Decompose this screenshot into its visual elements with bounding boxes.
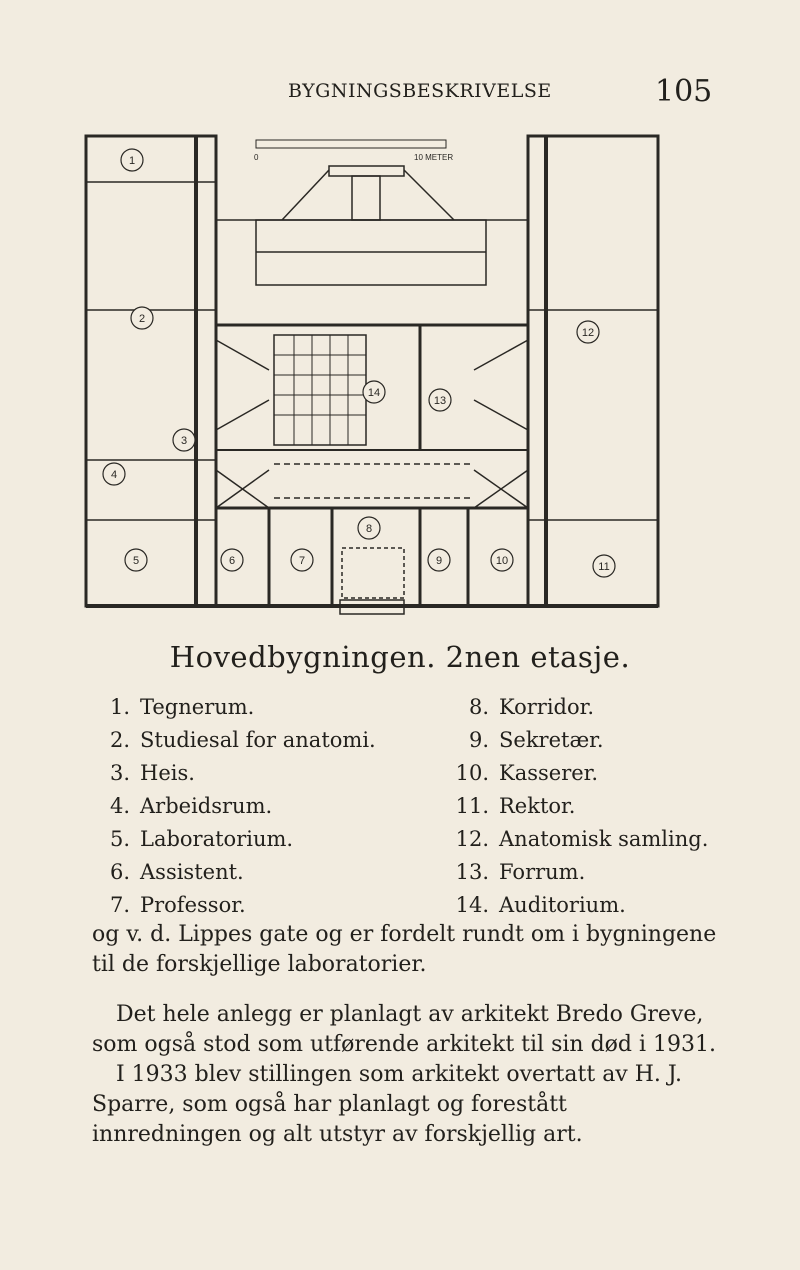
legend-item: 14. Auditorium. <box>455 893 708 926</box>
room-label-12: 12 <box>582 327 594 339</box>
legend-label: Heis. <box>140 761 195 785</box>
legend-number: 12. <box>455 827 489 851</box>
room-label-11: 11 <box>598 561 609 573</box>
legend-label: Auditorium. <box>499 893 626 917</box>
legend-item: 12. Anatomisk samling. <box>455 827 709 860</box>
legend-number: 4. <box>109 794 130 818</box>
running-head: BYGNINGSBESKRIVELSE <box>288 80 552 102</box>
legend-left: 1. Tegnerum. 2. Studiesal for anatomi. 3. H… <box>108 695 376 926</box>
body-text-block-1: og v. d. Lippes gate og er fordelt rundt… <box>92 920 722 980</box>
room-label-9: 9 <box>436 555 442 567</box>
room-label-4: 4 <box>111 469 117 481</box>
legend-label: Tegnerum. <box>140 695 255 719</box>
legend-number: 9. <box>468 728 489 752</box>
legend-label: Sekretær. <box>499 728 604 752</box>
scale-start-label: 0 <box>254 153 259 162</box>
room-label-7: 7 <box>299 555 305 567</box>
legend-item: 1. Tegnerum. <box>108 695 376 728</box>
legend-label: Anatomisk samling. <box>499 827 709 851</box>
legend-item: 13. Forrum. <box>455 860 708 893</box>
plan-caption: Hovedbygningen. 2nen etasje. <box>169 640 631 674</box>
legend-number: 7. <box>109 893 130 917</box>
legend-label: Studiesal for anatomi. <box>140 728 376 752</box>
room-label-14: 14 <box>368 387 380 399</box>
legend-label: Professor. <box>140 893 246 917</box>
floor-plan: 0 10 METER 1 2 3 4 5 6 7 8 9 10 11 12 13… <box>84 134 660 615</box>
legend-item: 4. Arbeidsrum. <box>108 794 376 827</box>
legend-number: 8. <box>468 695 489 719</box>
legend-number: 6. <box>109 860 130 884</box>
legend-item: 3. Heis. <box>108 761 376 794</box>
room-label-2: 2 <box>139 313 145 325</box>
legend-label: Forrum. <box>499 860 586 884</box>
room-label-10: 10 <box>496 555 508 567</box>
legend-number: 1. <box>109 695 130 719</box>
page-number: 105 <box>655 74 713 109</box>
legend-right: 8. Korridor. 9. Sekretær. 10. Kasserer. 11.… <box>455 695 709 926</box>
legend-item: 7. Professor. <box>108 893 376 926</box>
legend-number: 3. <box>109 761 130 785</box>
legend-number: 11. <box>455 794 489 818</box>
paragraph: I 1933 blev stillingen som arkitekt over… <box>92 1062 683 1147</box>
legend-item: 6. Assistent. <box>108 860 376 893</box>
legend-item: 10. Kasserer. <box>455 761 708 794</box>
paragraph: og v. d. Lippes gate og er fordelt rundt… <box>92 922 717 977</box>
room-label-6: 6 <box>229 555 235 567</box>
legend-item: 8. Korridor. <box>455 695 708 728</box>
paragraph: Det hele anlegg er planlagt av arkitekt … <box>92 1002 716 1057</box>
room-label-8: 8 <box>366 523 372 535</box>
legend-label: Kasserer. <box>499 761 599 785</box>
room-label-5: 5 <box>133 555 139 567</box>
room-label-3: 3 <box>181 435 187 447</box>
body-text-block-2: Det hele anlegg er planlagt av arkitekt … <box>92 1000 722 1150</box>
scale-end-label: 10 METER <box>414 153 453 162</box>
legend-number: 14. <box>455 893 489 917</box>
legend-number: 5. <box>109 827 130 851</box>
legend-item: 9. Sekretær. <box>455 728 708 761</box>
legend-item: 2. Studiesal for anatomi. <box>108 728 376 761</box>
legend-number: 10. <box>455 761 489 785</box>
legend-label: Arbeidsrum. <box>140 794 273 818</box>
room-label-1: 1 <box>129 155 135 167</box>
legend-label: Korridor. <box>499 695 595 719</box>
legend-number: 13. <box>455 860 489 884</box>
legend-item: 11. Rektor. <box>455 794 708 827</box>
legend-number: 2. <box>109 728 130 752</box>
legend-label: Rektor. <box>499 794 576 818</box>
legend-item: 5. Laboratorium. <box>108 827 376 860</box>
room-label-13: 13 <box>434 395 446 407</box>
legend-label: Laboratorium. <box>140 827 294 851</box>
legend-label: Assistent. <box>140 860 244 884</box>
